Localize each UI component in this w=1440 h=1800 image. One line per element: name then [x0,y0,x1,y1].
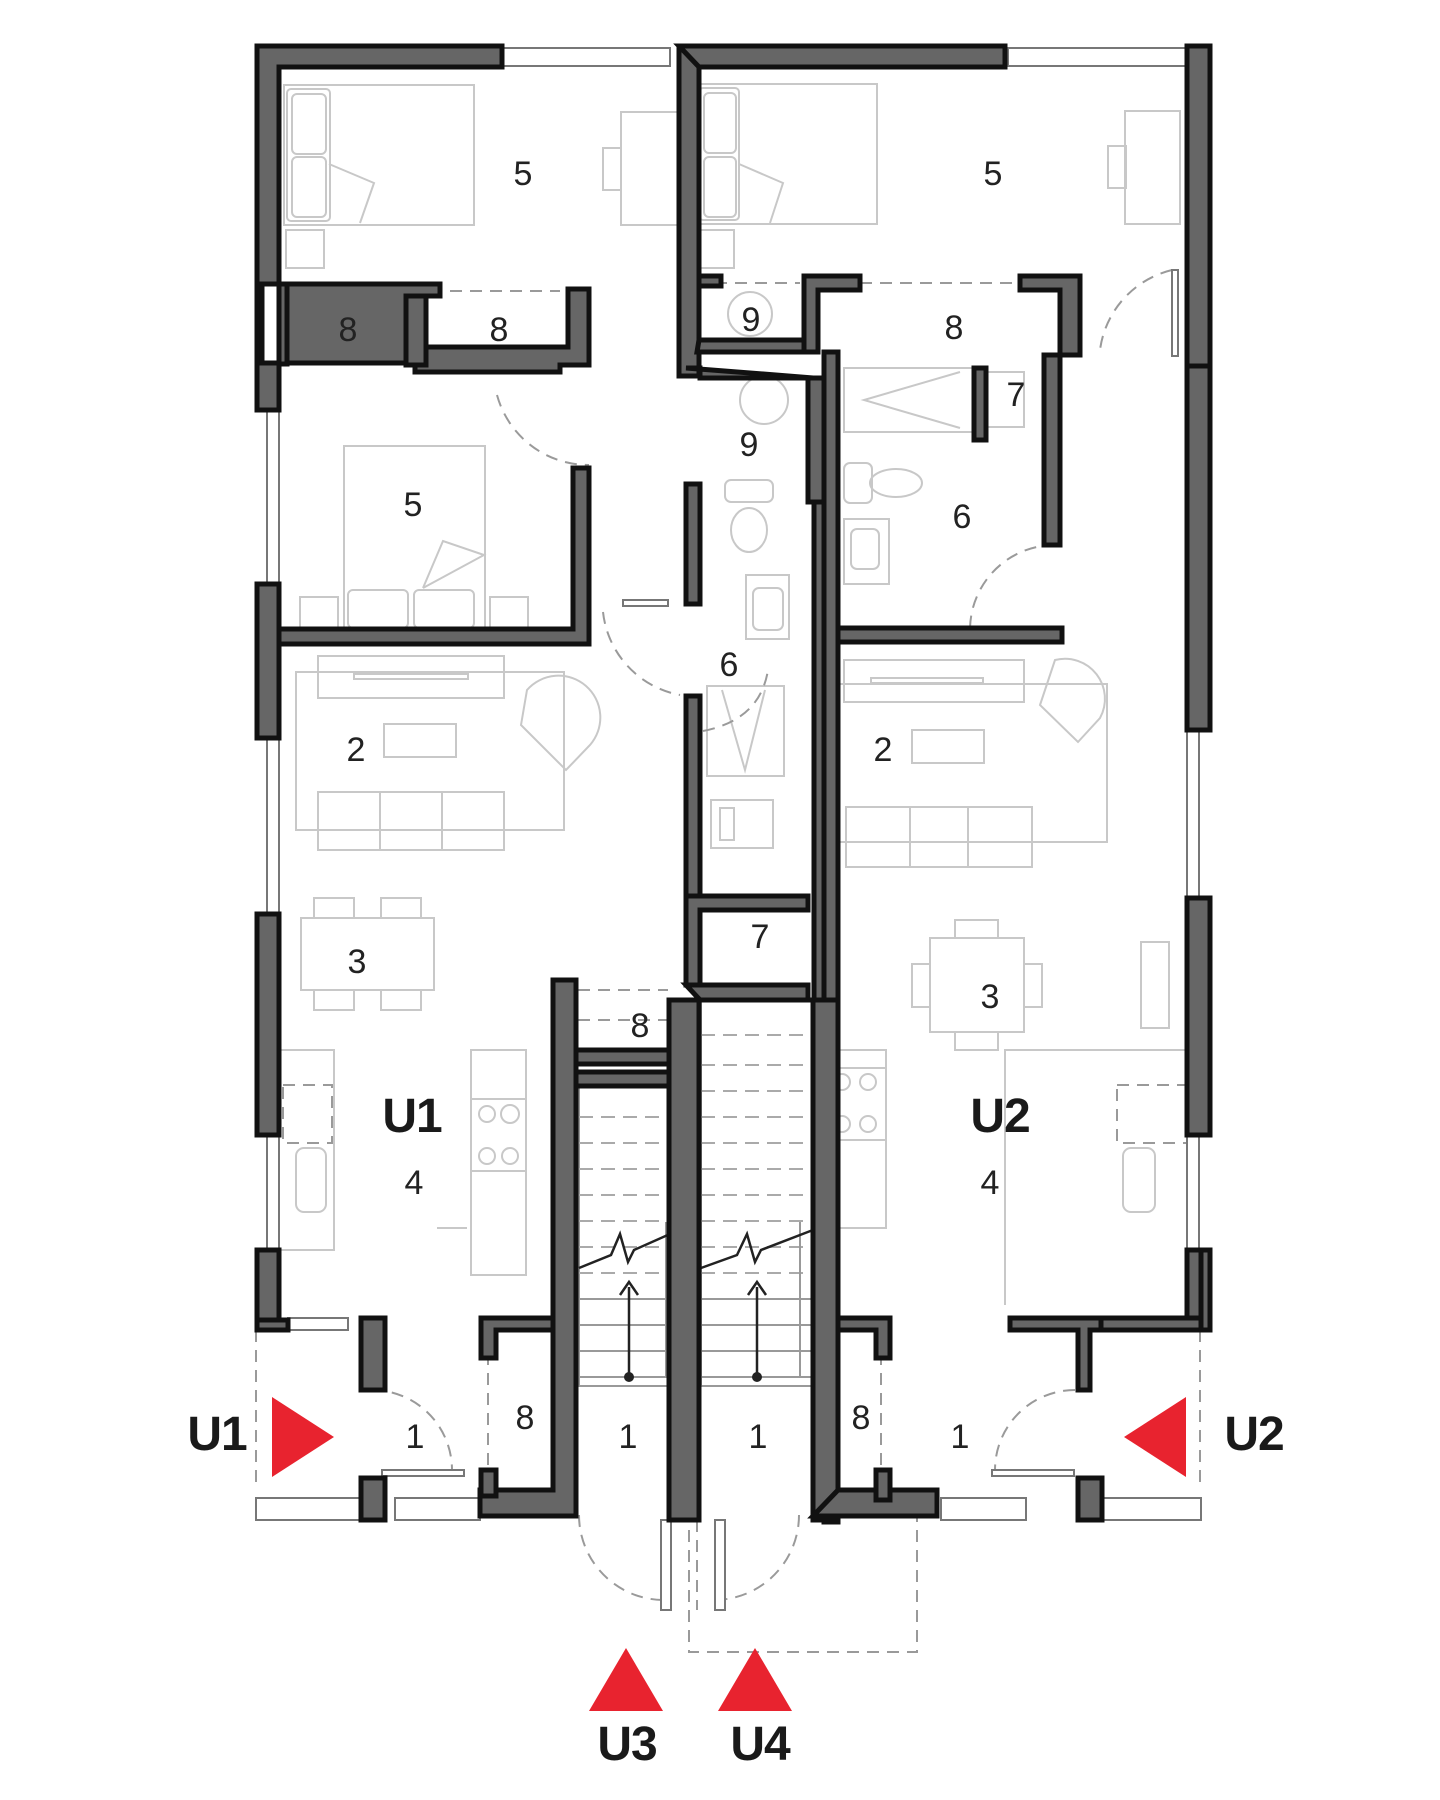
room-label-u2-closet: 8 [944,309,964,347]
unit-label-u1: U1 [382,1090,442,1143]
room-label-u1-hall-closet: 8 [630,1007,650,1045]
room-label-u1-closet-b: 8 [489,311,509,349]
room-label-u2-entry: 1 [950,1418,970,1456]
entry-arrow-u2-icon [1124,1397,1186,1477]
room-label-u1-entry-closet: 8 [515,1399,535,1437]
room-label-u1-entry: 1 [405,1418,425,1456]
room-label-u2-living: 2 [873,731,893,769]
entry-label-u3: U3 [597,1718,657,1771]
room-label-u1-bedroom-2: 5 [403,486,423,524]
room-label-u1-living: 2 [346,731,366,769]
room-label-u2-dining: 3 [980,978,1000,1016]
room-label-u2-kitchen: 4 [980,1164,1000,1202]
unit-label-u2: U2 [970,1090,1030,1143]
entry-label-u4: U4 [730,1718,790,1771]
room-label-u2-storage: 7 [1006,376,1026,414]
entry-arrow-u3-icon [589,1648,663,1711]
room-label-u2-entry-closet: 8 [851,1399,871,1437]
walls [254,43,1213,1525]
room-label-u4-stair-entry: 1 [748,1418,768,1456]
room-label-u1-closet-a: 8 [338,311,358,349]
entry-arrow-u4-icon [718,1648,792,1711]
room-label-u2-laundry: 9 [741,301,761,339]
room-label-u1-bedroom: 5 [513,155,533,193]
entry-arrow-u1-icon [272,1397,334,1477]
furniture [278,83,1188,1305]
room-label-u1-dining: 3 [347,943,367,981]
room-label-u2-bath: 6 [952,498,972,536]
room-label-u2-bedroom: 5 [983,155,1003,193]
room-label-u1-bath: 6 [719,646,739,684]
room-label-u1-laundry: 9 [739,426,759,464]
room-label-u3-stair-entry: 1 [618,1418,638,1456]
entry-label-u1: U1 [187,1408,247,1461]
room-label-u1-storage: 7 [750,918,770,956]
room-label-u1-kitchen: 4 [404,1164,424,1202]
entry-label-u2: U2 [1224,1408,1284,1461]
